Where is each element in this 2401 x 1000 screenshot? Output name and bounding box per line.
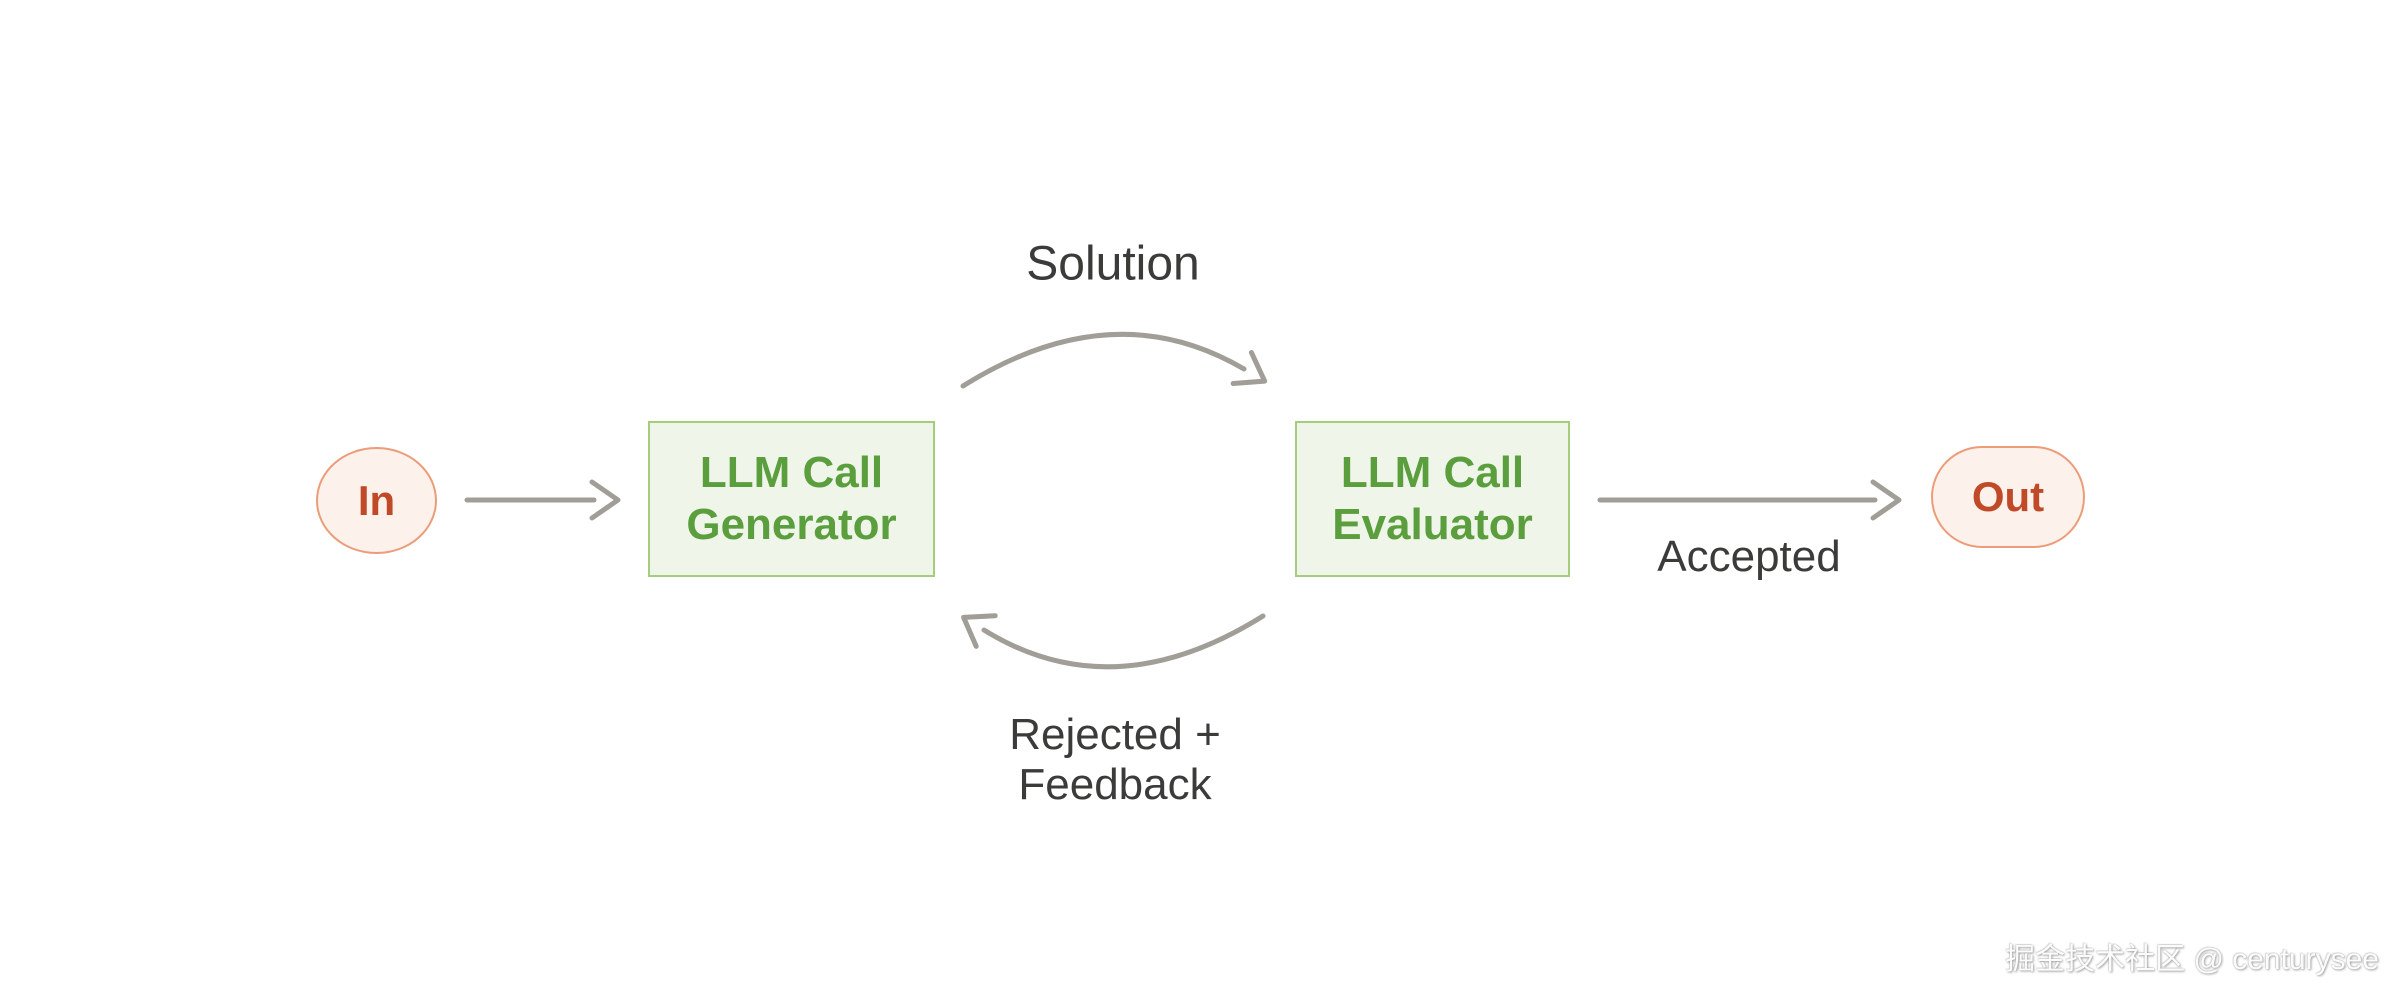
arrow-rejected-evaluator-to-generator (961, 613, 1266, 670)
input-terminal-label: In (357, 476, 396, 524)
llm-call-evaluator-node: LLM Call Evaluator (1295, 421, 1570, 577)
watermark-text: 掘金技术社区 @ centurysee (2005, 943, 2379, 976)
accepted-edge-label: Accepted (1657, 532, 1841, 581)
evaluator-label-line1: LLM Call (1340, 448, 1525, 497)
solution-edge-label: Solution (1026, 237, 1200, 291)
rejected-feedback-edge-label: Rejected + Feedback (1009, 710, 1221, 810)
rejected-label-line2: Feedback (1018, 760, 1212, 809)
llm-call-generator-node: LLM Call Generator (648, 421, 935, 577)
output-terminal-label: Out (1971, 473, 2045, 520)
arrow-solution-generator-to-evaluator (960, 331, 1268, 389)
evaluator-label-line2: Evaluator (1332, 500, 1533, 549)
rejected-label-line1: Rejected + (1009, 710, 1221, 759)
generator-label-line1: LLM Call (699, 448, 884, 497)
generator-label-line2: Generator (686, 500, 897, 549)
input-terminal-node: In (316, 447, 437, 554)
output-terminal-node: Out (1931, 446, 2085, 548)
